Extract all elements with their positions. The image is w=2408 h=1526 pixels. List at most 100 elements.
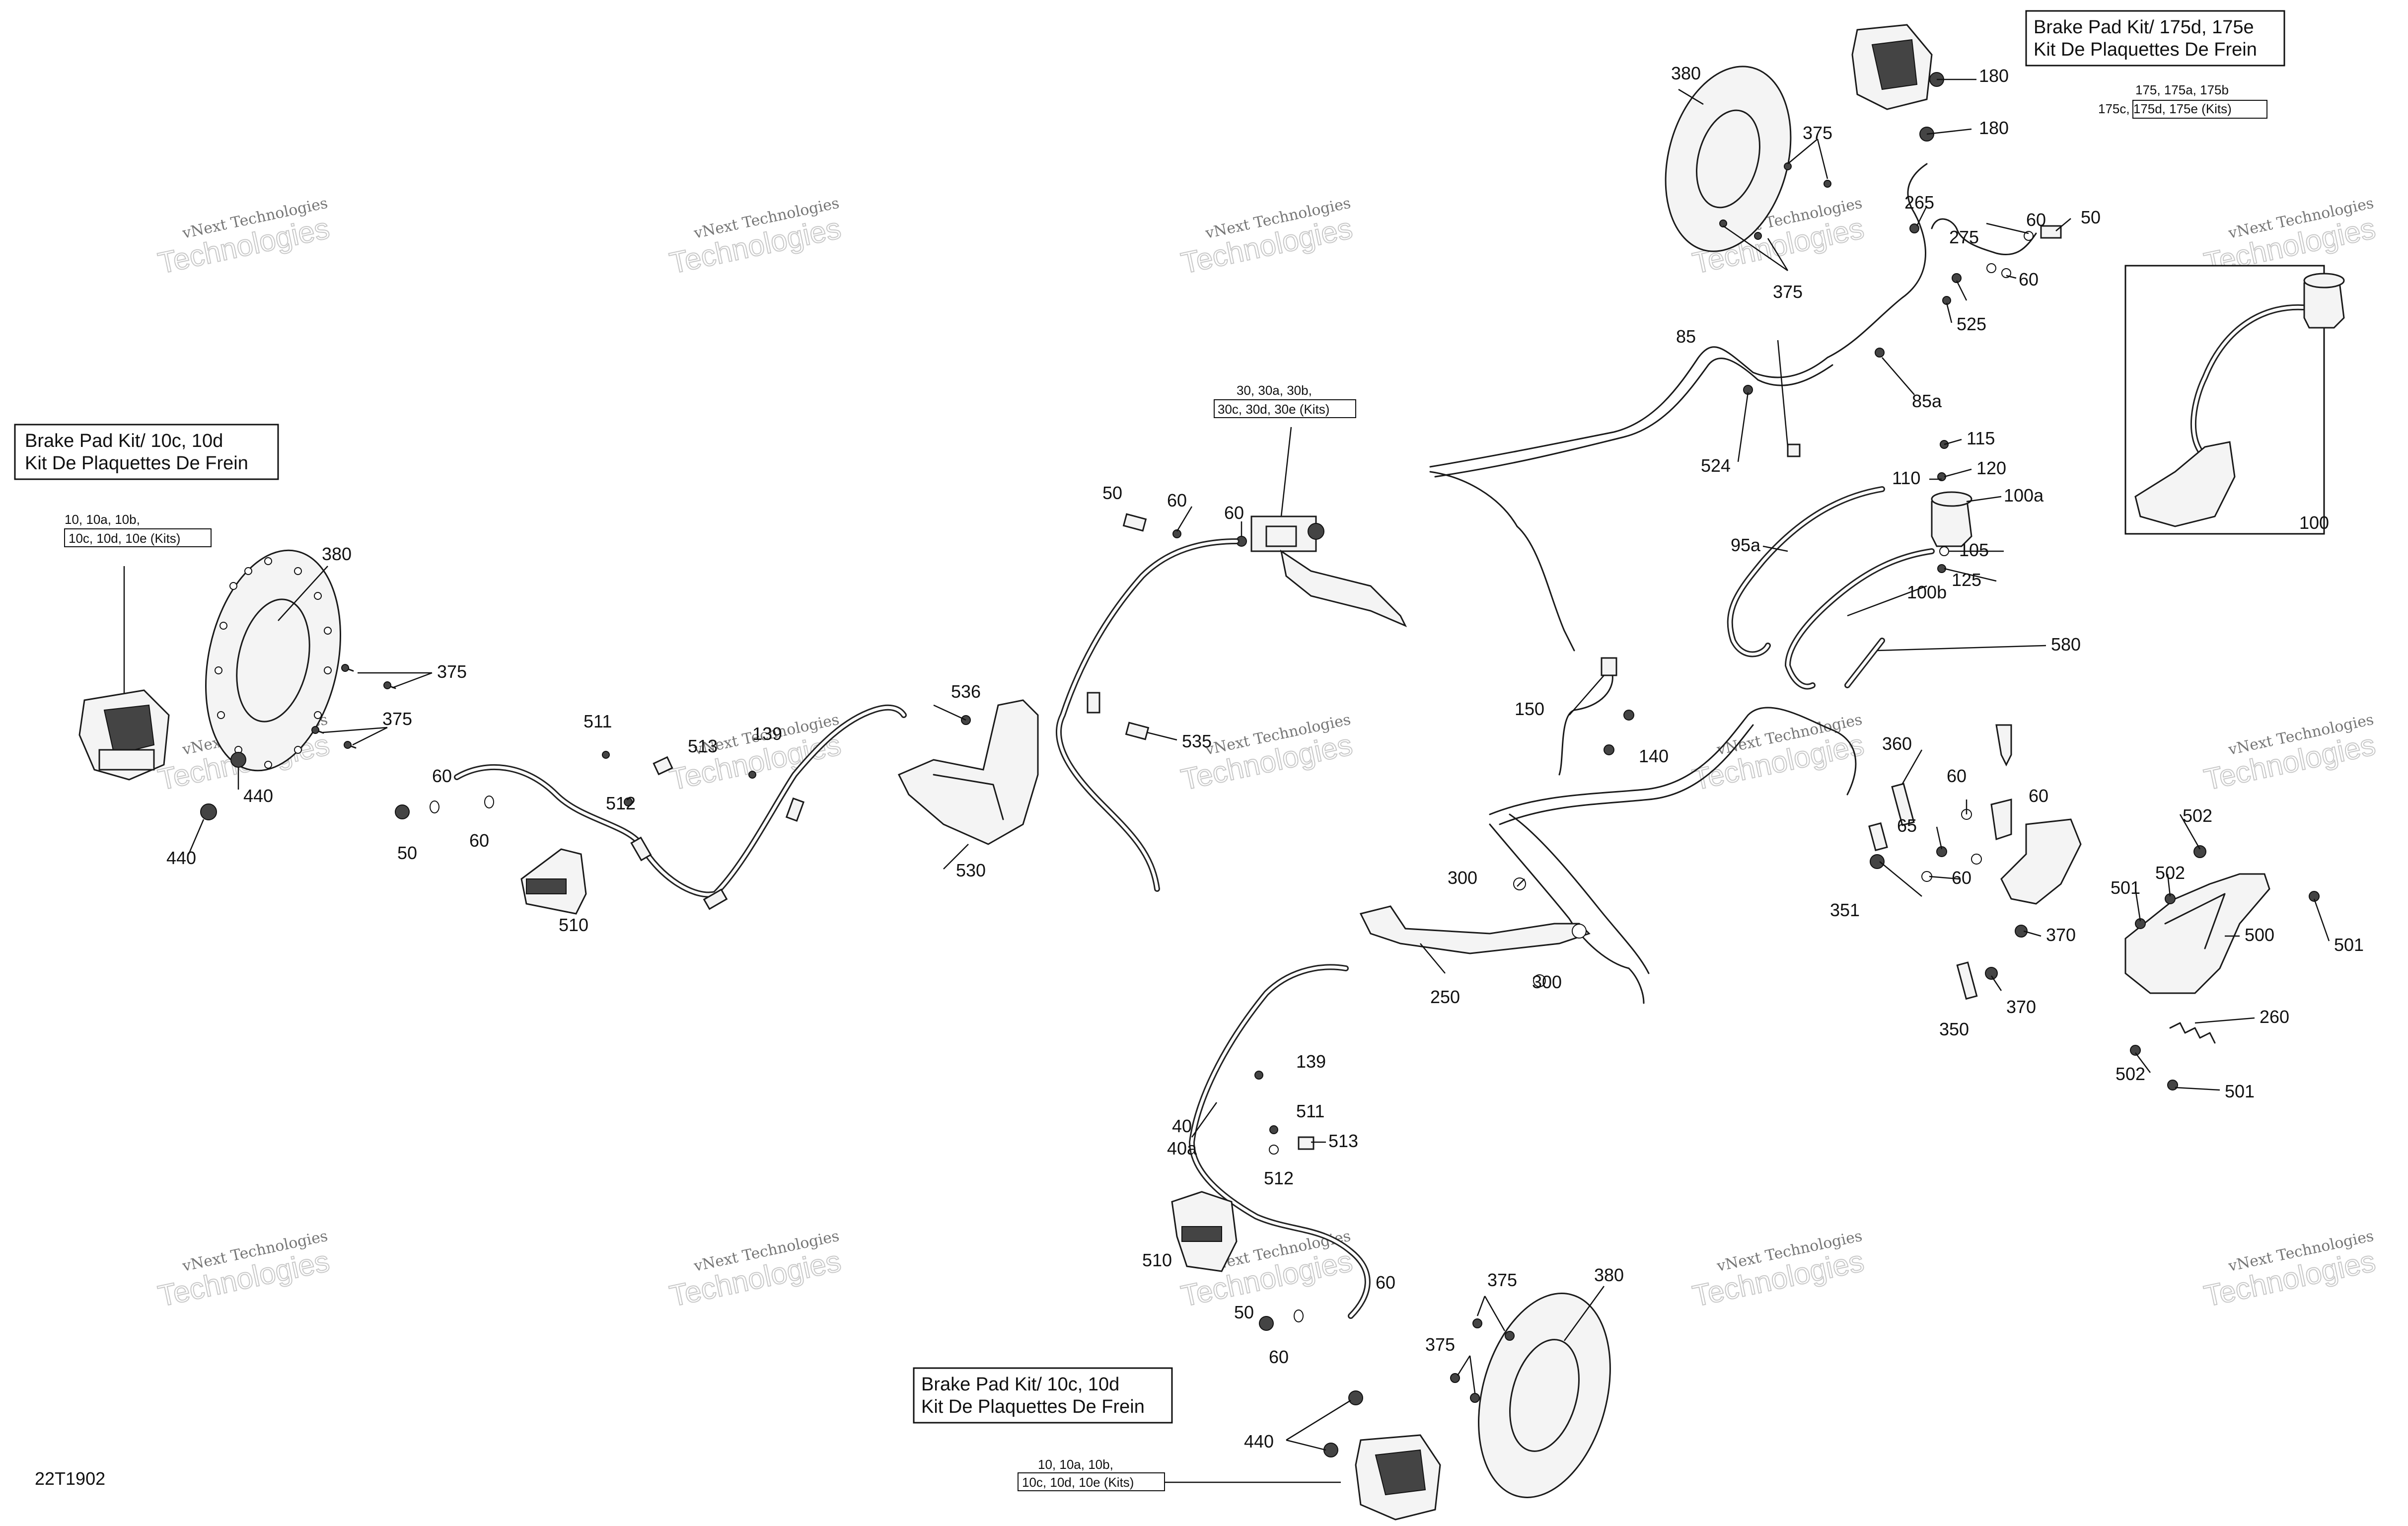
callout-label: 275 — [1949, 227, 1979, 247]
ref-line: 30, 30a, 30b, — [1237, 383, 1312, 398]
ref-caliper-left: 10, 10a, 10b, 10c, 10d, 10e (Kits) — [64, 512, 212, 695]
callout-label: 139 — [1296, 1051, 1326, 1072]
callout-label: 502 — [2116, 1064, 2145, 1084]
callout-label: 60 — [2029, 786, 2048, 806]
inset-rear-master — [2124, 265, 2345, 535]
callout-label: 139 — [752, 724, 782, 744]
kit-box-left: Brake Pad Kit/ 10c, 10d Kit De Plaquette… — [14, 424, 279, 480]
callout-label: 60 — [469, 830, 489, 851]
callout-label: 50 — [1234, 1302, 1254, 1322]
callout-label: 100b — [1907, 582, 1947, 602]
rear-reservoir — [1931, 440, 1972, 573]
callout-label: 50 — [2081, 207, 2101, 227]
callout-label: 250 — [1430, 987, 1460, 1007]
kit-box-line: Kit De Plaquettes De Frein — [2034, 39, 2257, 60]
reservoir-hoses — [1727, 486, 1935, 690]
watermark: vNext Technologies Technologies — [2201, 1228, 2379, 1313]
ref-line: 30c, 30d, 30e (Kits) — [1218, 402, 1329, 417]
callout-label: 375 — [382, 709, 412, 729]
watermarks: vNext Technologies Technologies vNext Te… — [155, 195, 2379, 1313]
watermark: vNext Technologies Technologies — [155, 195, 333, 281]
callout-label: 60 — [1224, 503, 1244, 523]
leader-lines — [188, 78, 2330, 1451]
callout-label: 580 — [2051, 634, 2081, 654]
callout-label: 511 — [584, 711, 612, 731]
ref-box — [1214, 399, 1356, 418]
callouts: 380 375 375 440 440 60 50 60 511 513 139… — [166, 63, 2364, 1452]
ref-box — [2132, 100, 2267, 119]
kit-box-line: Kit De Plaquettes De Frein — [921, 1396, 1145, 1417]
ref-line: 10c, 10d, 10e (Kits) — [69, 531, 180, 546]
kit-box-line: Brake Pad Kit/ 10c, 10d — [921, 1374, 1119, 1395]
watermark: vNext Technologies Technologies — [2201, 711, 2379, 797]
callout-label: 85a — [1912, 391, 1942, 411]
callout-label: 513 — [1328, 1131, 1358, 1151]
ref-caliper-bottom: 10, 10a, 10b, 10c, 10d, 10e (Kits) — [1018, 1457, 1341, 1491]
callout-label: 351 — [1830, 900, 1860, 920]
callout-label: 140 — [1639, 746, 1669, 766]
master-cylinder — [1250, 515, 1407, 627]
callout-label: 512 — [1264, 1168, 1294, 1188]
kit-box-frame — [913, 1367, 1173, 1424]
callout-label: 535 — [1182, 731, 1212, 751]
callout-label: 513 — [688, 736, 718, 756]
left-brake-disc — [205, 549, 341, 772]
main-brake-lines — [1429, 163, 2037, 652]
bottom-bolts — [1323, 1318, 1515, 1457]
callout-label: 360 — [1882, 733, 1912, 754]
left-brake-hose — [454, 704, 907, 910]
bottom-brake-hose — [1189, 964, 1371, 1319]
callout-label: 110 — [1892, 468, 1920, 488]
callout-label: 370 — [2006, 997, 2036, 1017]
callout-label: 120 — [1976, 458, 2006, 478]
watermark: vNext Technologies Technologies — [1689, 711, 1868, 797]
callout-label: 502 — [2183, 805, 2212, 826]
callout-label: 50 — [1102, 483, 1122, 503]
callout-label: 100a — [2004, 485, 2044, 506]
callout-label: 40a — [1167, 1138, 1197, 1159]
center-brake-hose — [1055, 538, 1240, 892]
callout-label: 440 — [243, 786, 273, 806]
left-small-bolts — [311, 664, 396, 749]
callout-label: 536 — [951, 681, 981, 702]
callout-label: 501 — [2111, 877, 2140, 898]
callout-label: 50 — [397, 843, 417, 863]
callout-label: 60 — [1376, 1272, 1395, 1293]
callout-label: 375 — [1773, 282, 1803, 302]
callout-label: 380 — [1594, 1265, 1624, 1285]
callout-label: 60 — [2026, 210, 2046, 230]
rear-brake-caliper — [1851, 24, 1944, 142]
callout-label: 525 — [1957, 314, 1986, 334]
bottom-abs-sensor — [1171, 1191, 1238, 1272]
callout-label: 300 — [1448, 868, 1477, 888]
kit-box-bottom: Brake Pad Kit/ 10c, 10d Kit De Plaquette… — [913, 1367, 1173, 1424]
callout-label: 375 — [1487, 1270, 1517, 1290]
callout-label: 510 — [1142, 1250, 1172, 1270]
kit-box-line: Brake Pad Kit/ 175d, 175e — [2034, 17, 2254, 38]
callout-label: 105 — [1959, 540, 1989, 560]
callout-label: 500 — [2245, 925, 2274, 945]
kit-box-line: Brake Pad Kit/ 10c, 10d — [25, 431, 223, 451]
callout-label: 100 — [2299, 512, 2329, 533]
left-abs-sensor — [520, 848, 587, 915]
callout-label: 501 — [2334, 935, 2364, 955]
callout-label: 60 — [1269, 1347, 1289, 1367]
callout-label: 512 — [606, 793, 636, 813]
kit-box-frame — [2025, 10, 2285, 67]
callout-label: 440 — [1244, 1431, 1274, 1452]
bottom-brake-caliper — [1355, 1434, 1441, 1521]
callout-label: 524 — [1701, 455, 1731, 476]
callout-label: 60 — [1947, 766, 1967, 786]
callout-label: 60 — [1167, 490, 1187, 510]
callout-label: 511 — [1296, 1101, 1324, 1121]
right-misc-parts — [1868, 724, 2082, 1000]
pedal-bracket — [2124, 845, 2320, 1090]
ref-line: 10, 10a, 10b, — [65, 512, 140, 527]
callout-label: 150 — [1515, 699, 1544, 719]
rear-brake-disc — [1665, 66, 1792, 252]
callout-label: 125 — [1952, 570, 1981, 590]
kit-box-frame — [14, 424, 279, 480]
brake-pedal — [1359, 877, 1591, 987]
callout-label: 510 — [559, 915, 588, 935]
